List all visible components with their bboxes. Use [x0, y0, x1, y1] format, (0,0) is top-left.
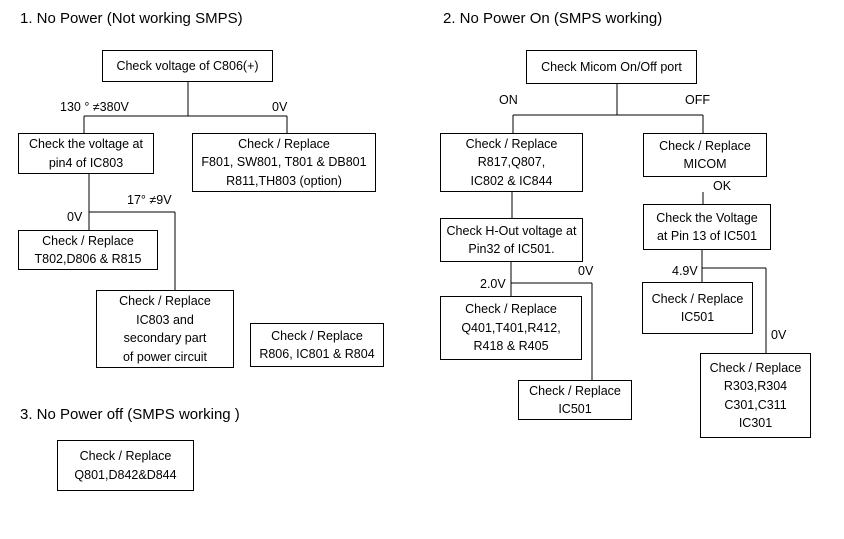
box-line: Q401,T401,R412, — [461, 320, 561, 335]
label-0v-pin13: 0V — [771, 328, 787, 342]
box-line: at Pin 13 of IC501 — [656, 229, 758, 243]
check-c806-voltage-box: Check voltage of C806(+) — [102, 50, 273, 82]
label-130-380v: 130 ° ≠380V — [60, 100, 129, 114]
check-micom-port-box: Check Micom On/Off port — [526, 50, 697, 84]
label-on: ON — [499, 93, 518, 107]
section-title-no-power-off: 3. No Power off (SMPS working ) — [20, 406, 240, 423]
check-pin4-ic803-box: Check the voltage at pin4 of IC803 — [18, 133, 154, 174]
section-title-no-power-on: 2. No Power On (SMPS working) — [443, 10, 663, 27]
box-line: secondary part — [123, 331, 207, 345]
check-pin13-voltage-box: Check the Voltage at Pin 13 of IC501 — [643, 204, 771, 250]
label-0v: 0V — [272, 100, 288, 114]
replace-q401-box: Check / Replace Q401,T401,R412, R418 & R… — [440, 296, 582, 360]
label-4-9v: 4.9V — [672, 264, 698, 278]
box-line: Check the voltage at — [29, 137, 143, 151]
box-line: R806, IC801 & R804 — [259, 347, 375, 361]
box-line: Pin32 of IC501. — [468, 242, 555, 256]
replace-ic501-right-box: Check / Replace IC501 — [642, 282, 753, 334]
box-line: T802,D806 & R815 — [34, 252, 142, 266]
box-line: Check / Replace — [119, 294, 211, 308]
replace-ic803-box: Check / Replace IC803 and secondary part… — [96, 290, 234, 368]
box-line: C301,C311 — [724, 397, 787, 412]
box-line: IC301 — [738, 416, 773, 430]
label-0v-mid: 0V — [67, 210, 83, 224]
label-0v-hout: 0V — [578, 264, 594, 278]
box-line: R817,Q807, — [477, 155, 546, 170]
box-text: Check voltage of C806(+) — [116, 58, 259, 73]
box-line: MICOM — [683, 157, 727, 171]
box-line: IC501 — [558, 402, 592, 416]
box-line: Q801,D842&D844 — [74, 467, 177, 482]
section-title-no-power: 1. No Power (Not working SMPS) — [20, 10, 243, 27]
box-line: Check / Replace — [659, 138, 751, 153]
box-line: Check / Replace — [529, 383, 621, 398]
box-line: Check / Replace — [238, 136, 330, 151]
box-line: F801, SW801, T801 & DB801 — [201, 155, 367, 170]
box-line: IC803 and — [136, 312, 194, 327]
label-17-19v: 17° ≠9V — [127, 193, 172, 207]
label-2v: 2.0V — [480, 277, 506, 291]
box-line: pin4 of IC803 — [48, 155, 124, 170]
box-line: Check / Replace — [465, 302, 557, 317]
replace-f801-box: Check / Replace F801, SW801, T801 & DB80… — [192, 133, 376, 192]
box-line: R418 & R405 — [473, 339, 549, 354]
box-line: Check / Replace — [465, 136, 558, 151]
box-line: Check / Replace — [271, 328, 363, 343]
box-line: IC501 — [680, 310, 715, 324]
replace-r806-box: Check / Replace R806, IC801 & R804 — [250, 323, 384, 367]
replace-micom-box: Check / Replace MICOM — [643, 133, 767, 177]
label-off: OFF — [685, 93, 710, 107]
box-line: Check / Replace — [42, 233, 134, 248]
box-line: Check / Replace — [709, 360, 802, 375]
box-line: R303,R304 — [723, 379, 788, 393]
label-ok: OK — [713, 179, 732, 193]
replace-q801-box: Check / Replace Q801,D842&D844 — [57, 440, 194, 491]
box-line: Check / Replace — [651, 291, 744, 306]
box-line: R811,TH803 (option) — [226, 173, 342, 188]
box-text: Check Micom On/Off port — [541, 59, 682, 74]
box-line: Check H-Out voltage at — [446, 223, 577, 238]
replace-r303-box: Check / Replace R303,R304 C301,C311 IC30… — [700, 353, 811, 438]
replace-ic501-left-box: Check / Replace IC501 — [518, 380, 632, 420]
replace-r817-box: Check / Replace R817,Q807, IC802 & IC844 — [440, 133, 583, 192]
box-line: Check the Voltage — [656, 210, 758, 225]
box-line: Check / Replace — [79, 449, 172, 463]
replace-t802-box: Check / Replace T802,D806 & R815 — [18, 230, 158, 270]
check-hout-voltage-box: Check H-Out voltage at Pin32 of IC501. — [440, 218, 583, 262]
box-line: IC802 & IC844 — [470, 173, 553, 188]
box-line: of power circuit — [122, 349, 208, 364]
